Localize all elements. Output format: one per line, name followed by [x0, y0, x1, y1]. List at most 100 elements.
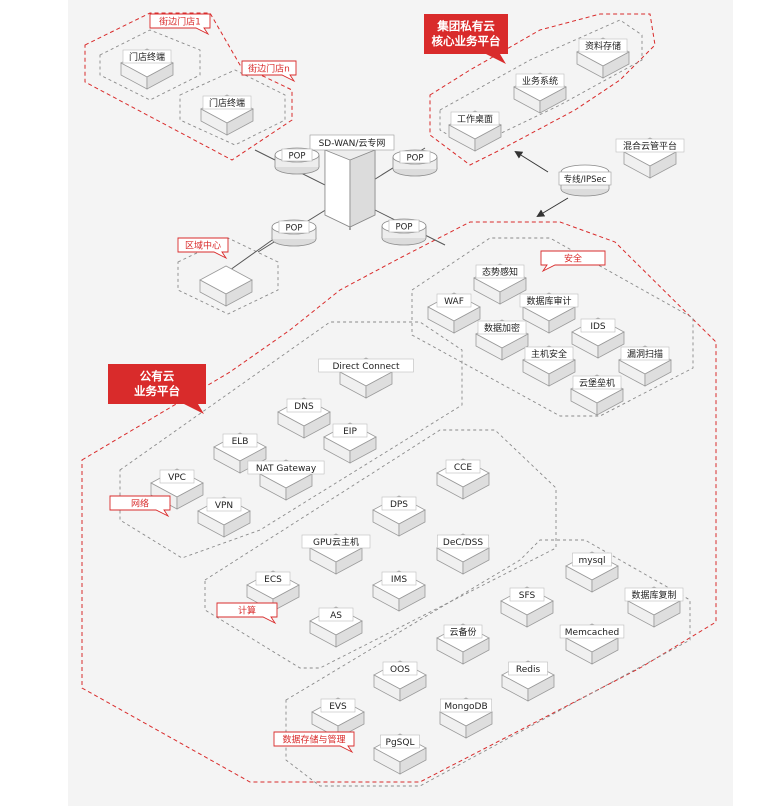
- node-db-replication: 数据库复制: [624, 586, 684, 628]
- node-waf: WAF: [427, 292, 481, 334]
- node-store-terminal-1: 门店终端: [120, 48, 174, 90]
- sdwan-label: SD-WAN/云专网: [319, 137, 386, 149]
- banner-line: 业务平台: [134, 384, 180, 398]
- node-label: ECS: [264, 575, 282, 585]
- node-label: AS: [330, 611, 342, 621]
- ipsec-node: 专线/IPSec: [558, 164, 612, 197]
- node-direct-connect: Direct Connect: [318, 357, 414, 399]
- sdwan-hub: SD-WAN/云专网: [309, 134, 395, 228]
- tag-security: 安全: [540, 250, 606, 273]
- node-pgsql: PgSQL: [373, 733, 427, 775]
- node-label: 门店终端: [209, 97, 245, 109]
- node-nat-gateway: NAT Gateway: [247, 459, 325, 501]
- node-label: CCE: [454, 463, 473, 473]
- node-ids: IDS: [571, 317, 625, 359]
- node-business-system: 业务系统: [513, 72, 567, 114]
- node-memcached: Memcached: [559, 623, 625, 665]
- zone-storage: [285, 539, 691, 787]
- tag-label: 街边门店1: [159, 16, 201, 28]
- node-db-audit: 数据库审计: [519, 292, 579, 334]
- node-data-storage: 资料存储: [576, 37, 630, 79]
- zone-public-cloud: [81, 221, 717, 783]
- node-gpu-host: GPU云主机: [301, 533, 371, 575]
- node-label: IDS: [590, 322, 606, 332]
- node-label: 业务系统: [522, 75, 558, 87]
- node-label: DPS: [390, 500, 408, 510]
- pop-node: POP: [274, 147, 320, 175]
- node-label: 工作桌面: [457, 113, 493, 125]
- banner-line: 集团私有云: [436, 19, 495, 33]
- node-label: PgSQL: [386, 738, 415, 748]
- node-label: mysql: [579, 556, 606, 566]
- tag-compute: 计算: [216, 602, 278, 625]
- node-label: 主机安全: [531, 348, 567, 360]
- node-label: 数据库审计: [526, 295, 571, 307]
- tag-label: 街边门店n: [248, 63, 290, 75]
- node-dps: DPS: [372, 495, 426, 537]
- node-label: 资料存储: [585, 40, 621, 52]
- node-label: NAT Gateway: [256, 464, 317, 474]
- zone-network: [119, 321, 463, 559]
- node-label: 数据库复制: [631, 589, 676, 601]
- node-label: 云堡垒机: [579, 377, 615, 389]
- tag-label: 计算: [238, 605, 256, 617]
- tag-region: 区域中心: [177, 237, 229, 260]
- node-label: Direct Connect: [332, 362, 399, 372]
- node-oos: OOS: [373, 660, 427, 702]
- node-workstation: 工作桌面: [448, 110, 502, 152]
- node-vuln-scan: 漏洞扫描: [618, 345, 672, 387]
- node-vpn: VPN: [197, 496, 251, 538]
- node-label: 数据加密: [484, 322, 520, 334]
- node-cloud-bastion: 云堡垒机: [570, 374, 624, 416]
- ipsec-label: 专线/IPSec: [564, 174, 607, 185]
- node-elb: ELB: [213, 432, 267, 474]
- tag-label: 数据存储与管理: [282, 734, 345, 746]
- node-label: IMS: [391, 575, 407, 585]
- pop-label: POP: [289, 152, 306, 162]
- node-label: OOS: [390, 665, 410, 675]
- node-eip: EIP: [323, 422, 377, 464]
- node-mysql: mysql: [565, 551, 619, 593]
- node-label: 漏洞扫描: [627, 348, 663, 360]
- node-redis: Redis: [501, 660, 555, 702]
- pop-node: POP: [271, 219, 317, 247]
- node-label: 门店终端: [129, 51, 165, 63]
- pop-label: POP: [407, 154, 424, 164]
- zone-security: [411, 237, 694, 417]
- pop-node: POP: [392, 149, 438, 177]
- node-as: AS: [309, 606, 363, 648]
- node-cloud-backup: 云备份: [436, 623, 490, 665]
- tag-label: 网络: [131, 498, 149, 510]
- node-vpc: VPC: [150, 468, 204, 510]
- node-label: 云备份: [449, 626, 476, 638]
- node-label: ELB: [232, 437, 249, 447]
- tag-store1: 街边门店1: [149, 13, 211, 36]
- zone-store: [84, 12, 293, 161]
- pop-label: POP: [286, 224, 303, 234]
- node-label: MongoDB: [444, 702, 487, 712]
- node-cce: CCE: [436, 458, 490, 500]
- node-label: EVS: [329, 702, 347, 712]
- node-label: DNS: [294, 402, 314, 412]
- node-hybrid-mgmt: 混合云管平台: [615, 137, 685, 179]
- node-label: 态势感知: [482, 266, 518, 278]
- node-label: Redis: [516, 665, 541, 675]
- node-sfs: SFS: [500, 586, 554, 628]
- node-label: GPU云主机: [313, 536, 359, 548]
- node-label: EIP: [343, 427, 357, 437]
- zone-store-n: [179, 69, 286, 146]
- node-store-terminal-n: 门店终端: [200, 94, 254, 136]
- zone-compute: [204, 429, 557, 669]
- node-label: 混合云管平台: [623, 140, 677, 152]
- tag-label: 区域中心: [185, 240, 221, 252]
- node-label: VPC: [168, 473, 186, 483]
- tag-label: 安全: [564, 253, 582, 265]
- node-label: DeC/DSS: [443, 538, 483, 548]
- node-host-security: 主机安全: [522, 345, 576, 387]
- node-ims: IMS: [372, 570, 426, 612]
- node-data-encrypt: 数据加密: [475, 319, 529, 361]
